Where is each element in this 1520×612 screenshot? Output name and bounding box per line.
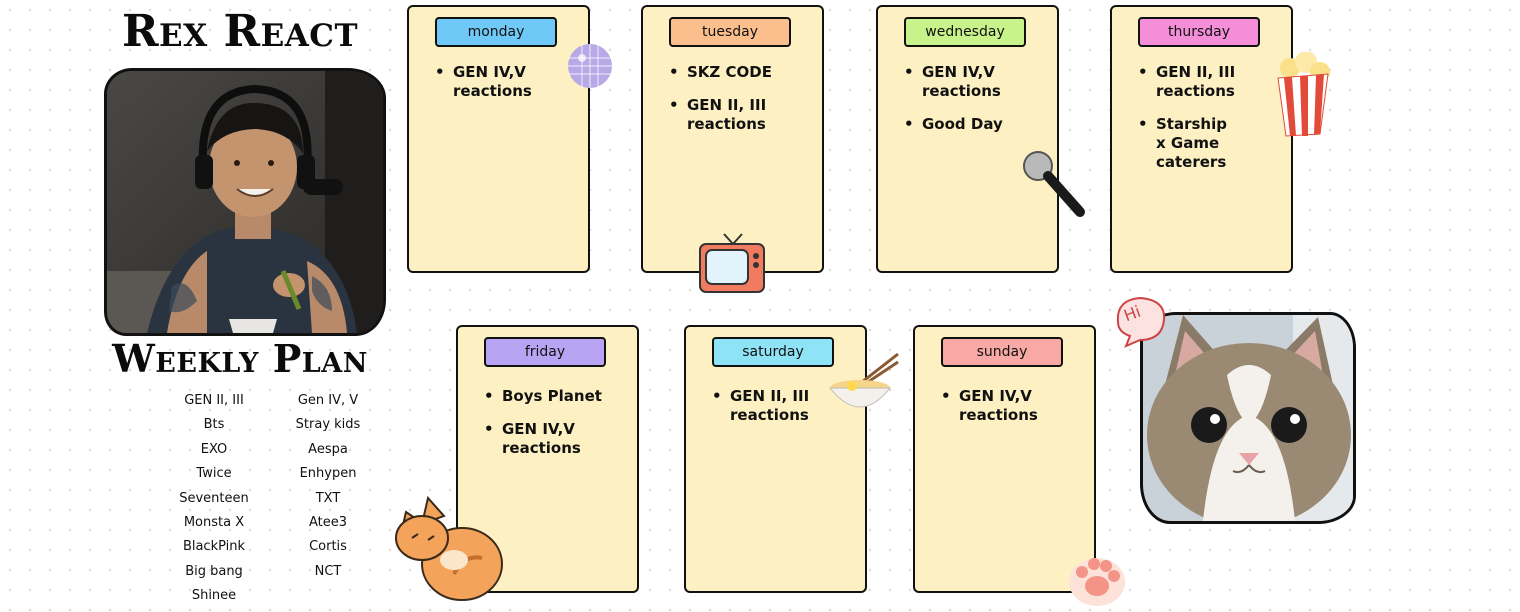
- group-name: BlackPink: [182, 539, 246, 555]
- tv-icon: [698, 232, 768, 300]
- day-card-friday: friday Boys PlanetGEN IV,V reactions: [456, 325, 639, 593]
- brand-title: Rex React: [121, 6, 359, 57]
- day-label: tuesday: [669, 17, 791, 47]
- group-name: Enhypen: [299, 466, 357, 482]
- microphone-icon: [1022, 150, 1086, 222]
- paw-icon: [1064, 548, 1130, 612]
- group-name: Stray kids: [295, 417, 361, 433]
- group-name: Twice: [196, 466, 232, 482]
- speech-bubble-icon: Hi: [1112, 294, 1170, 348]
- group-name: Atee3: [308, 514, 348, 530]
- day-label: monday: [435, 17, 557, 47]
- day-card-sunday: sunday GEN IV,V reactions: [913, 325, 1096, 593]
- group-name: TXT: [315, 490, 341, 506]
- group-name: Big bang: [185, 563, 243, 579]
- day-item: Starship x Game caterers: [1138, 115, 1287, 172]
- day-items: GEN IV,V reactions: [409, 63, 584, 115]
- day-item: GEN IV,V reactions: [941, 387, 1090, 425]
- day-item: GEN IV,V reactions: [435, 63, 584, 101]
- group-name: Cortis: [309, 539, 347, 555]
- day-label: wednesday: [904, 17, 1026, 47]
- day-item: GEN IV,V reactions: [484, 420, 633, 458]
- day-item: Good Day: [904, 115, 1053, 134]
- group-name: EXO: [200, 441, 228, 457]
- day-items: GEN IV,V reactions: [915, 387, 1090, 439]
- day-label: friday: [484, 337, 606, 367]
- cat-photo: [1140, 312, 1356, 524]
- cat-icon: [392, 494, 510, 612]
- group-name: Aespa: [308, 441, 348, 457]
- day-card-thursday: thursday GEN II, III reactionsStarship x…: [1110, 5, 1293, 273]
- group-name: Bts: [203, 417, 225, 433]
- day-label: thursday: [1138, 17, 1260, 47]
- group-name: Shinee: [191, 588, 237, 604]
- day-item: Boys Planet: [484, 387, 633, 406]
- group-name: Seventeen: [179, 490, 249, 506]
- group-name: NCT: [314, 563, 342, 579]
- weekly-plan-title: Weekly Plan: [112, 336, 368, 381]
- day-items: GEN IV,V reactionsGood Day: [878, 63, 1053, 148]
- day-label: saturday: [712, 337, 834, 367]
- day-items: Boys PlanetGEN IV,V reactions: [458, 387, 633, 472]
- group-name: GEN II, III: [184, 393, 244, 408]
- day-items: GEN II, III reactionsStarship x Game cat…: [1112, 63, 1287, 186]
- day-card-wednesday: wednesday GEN IV,V reactionsGood Day: [876, 5, 1059, 273]
- day-card-monday: monday GEN IV,V reactions: [407, 5, 590, 273]
- streamer-photo: [104, 68, 386, 336]
- group-name: Gen IV, V: [297, 393, 359, 408]
- day-items: GEN II, III reactions: [686, 387, 861, 439]
- day-item: GEN II, III reactions: [669, 96, 818, 134]
- group-name: Monsta X: [183, 514, 245, 530]
- day-item: GEN II, III reactions: [1138, 63, 1287, 101]
- day-card-saturday: saturday GEN II, III reactions: [684, 325, 867, 593]
- disco-ball-icon: [566, 42, 614, 94]
- day-item: SKZ CODE: [669, 63, 818, 82]
- day-card-tuesday: tuesday SKZ CODE GEN II, III reactions: [641, 5, 824, 273]
- noodle-bowl-icon: [828, 352, 900, 428]
- day-label: sunday: [941, 337, 1063, 367]
- day-items: SKZ CODE GEN II, III reactions: [643, 63, 818, 148]
- popcorn-icon: [1272, 51, 1334, 142]
- day-item: GEN II, III reactions: [712, 387, 861, 425]
- day-item: GEN IV,V reactions: [904, 63, 1053, 101]
